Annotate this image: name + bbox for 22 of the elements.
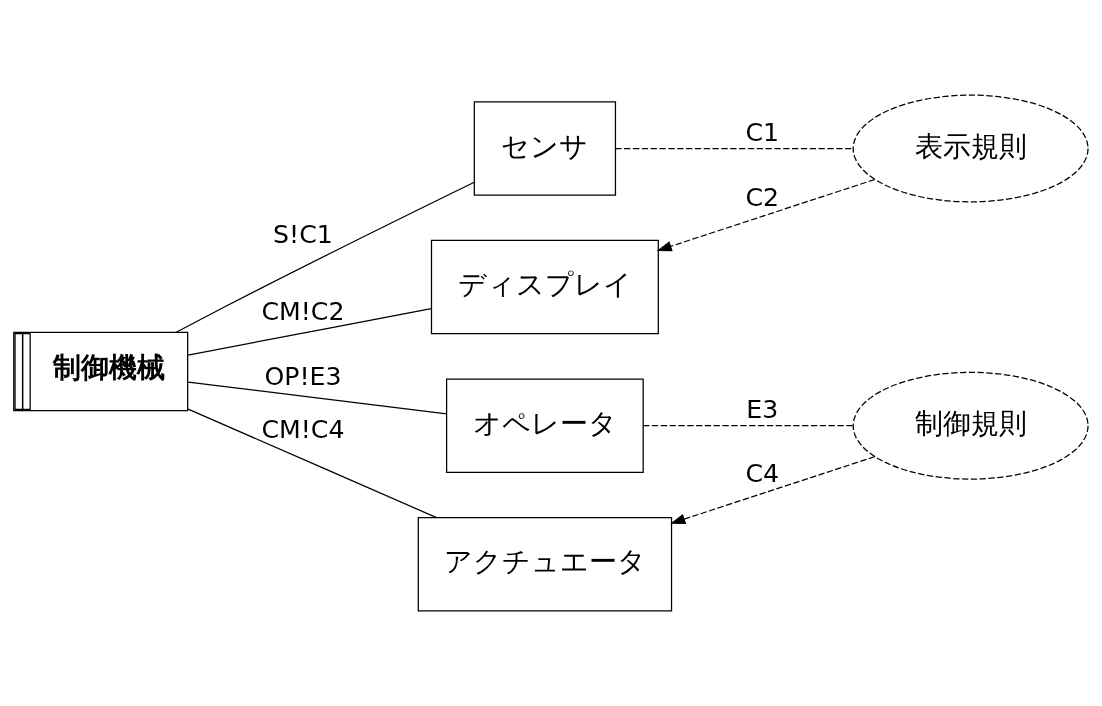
node-ellipse: 表示規則	[852, 94, 1089, 203]
edge-label: E3	[746, 395, 779, 425]
edge-label: CM!C2	[261, 296, 345, 326]
edge-label: OP!E3	[264, 362, 342, 392]
connector	[175, 181, 475, 334]
edge-label: C2	[745, 183, 780, 213]
connector	[614, 147, 854, 150]
node-box: オペレータ	[446, 378, 644, 473]
connector	[187, 408, 438, 519]
node-box: センサ	[473, 101, 617, 196]
arrow	[670, 456, 876, 525]
edge-label: S!C1	[273, 220, 333, 250]
node-box: アクチュエータ	[417, 517, 673, 612]
edge-label: CM!C4	[261, 415, 345, 445]
connector	[642, 425, 854, 427]
node-box: ディスプレイ	[430, 239, 659, 335]
edge-label: C1	[745, 117, 780, 147]
connector	[187, 381, 448, 415]
node-ellipse: 制御規則	[852, 371, 1089, 480]
connector	[187, 307, 432, 356]
edge-label: C4	[745, 459, 780, 489]
arrow	[656, 178, 876, 252]
